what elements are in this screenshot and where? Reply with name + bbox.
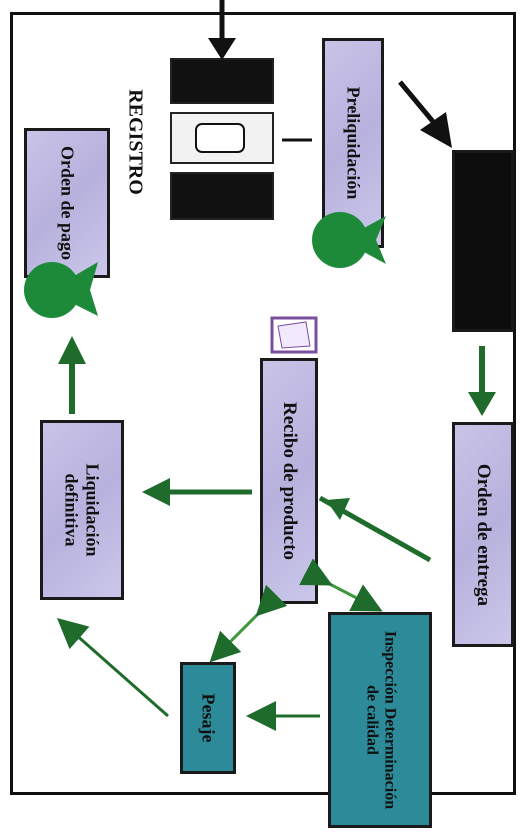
arrow-pesaje-to-liquidacion [57, 618, 169, 718]
pesaje-box: Pesaje [180, 662, 236, 774]
entrega-image-block [452, 150, 514, 332]
registro-block-bottom [170, 172, 274, 220]
arrow-recibo-to-liquidacion-head [142, 478, 170, 506]
money-bag-icon-pago [24, 262, 98, 318]
arrow-preliq-to-entrega-head [420, 112, 452, 148]
liquidacion-box: Liquidación definitiva [40, 420, 124, 600]
document-icon [270, 316, 318, 354]
registro-block-middle [170, 112, 274, 164]
diagram-frame [10, 12, 516, 795]
arrow-liquidacion-to-pago-head [58, 336, 86, 364]
orden-pago-box: Orden de pago [24, 128, 110, 278]
arrow-recibo-pesaje [209, 584, 288, 663]
registro-tag-shape [195, 123, 245, 153]
arrow-recibo-inspeccion [299, 558, 383, 612]
arrow-entrega-down-head [468, 392, 496, 416]
money-bag-icon-preliquidacion [312, 212, 386, 268]
orden-entrega-box: Orden de entrega [452, 422, 514, 647]
arrow-entrega-to-recibo-head [326, 498, 350, 520]
inspeccion-box: Inspección Determinación de calidad [328, 612, 432, 828]
arrow-top-in-head [208, 38, 236, 60]
